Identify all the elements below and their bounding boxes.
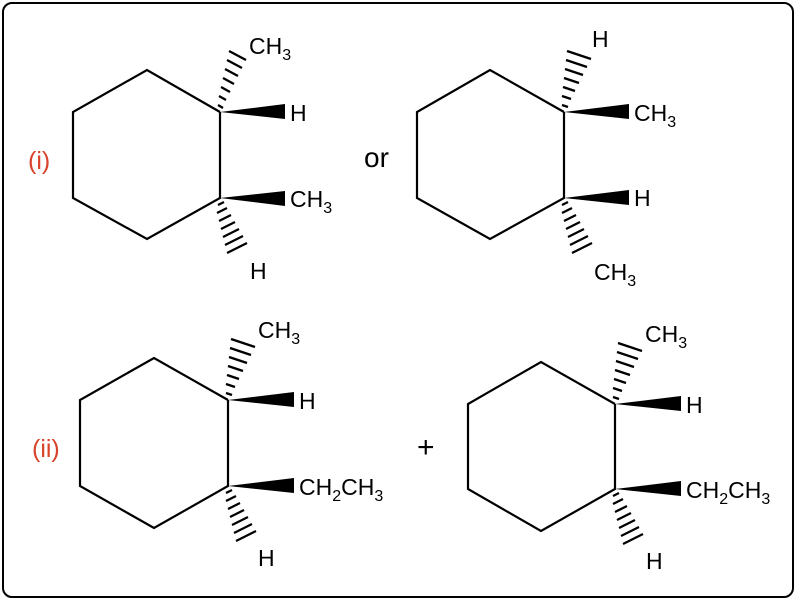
ring-ii-left <box>78 356 230 530</box>
wedge-bond-ii-right-ethyl <box>615 481 681 496</box>
atom-label-ch3: CH3 <box>634 100 676 131</box>
structures-canvas: CH3 H CH3 H (i) or H CH3 H <box>28 26 770 574</box>
hash-bond-i-left-top <box>217 49 247 109</box>
part-ii-label: (ii) <box>32 435 60 463</box>
molecule-ii-left: CH3 H CH2CH3 H <box>78 317 383 571</box>
atom-label-h: H <box>299 388 316 414</box>
atom-label-h: H <box>592 26 609 52</box>
atom-label-ch3: CH3 <box>290 186 332 217</box>
plus-sign: + <box>417 431 435 464</box>
part-i-label: (i) <box>28 147 50 175</box>
atom-label-ch2ch3: CH2CH3 <box>299 474 383 505</box>
wedge-bond-ii-right-h <box>615 396 681 411</box>
wedge-bond-i-right-ch3 <box>564 104 629 119</box>
hash-bond-ii-right-top <box>612 341 643 401</box>
hash-bond-ii-right-bottom <box>612 491 644 546</box>
atom-label-ch3: CH3 <box>249 33 291 64</box>
ring-i-right <box>415 68 566 241</box>
figure-frame: CH3 H CH3 H (i) or H CH3 H <box>2 2 794 598</box>
ring-i-left <box>71 68 222 241</box>
molecule-ii-right: CH3 H CH2CH3 H <box>466 321 770 574</box>
atom-label-h: H <box>258 545 275 571</box>
wedge-bond-ii-left-h <box>228 392 294 407</box>
hash-bond-i-right-top <box>561 49 592 109</box>
atom-label-h: H <box>686 392 703 418</box>
hash-bond-ii-left-top <box>225 337 256 397</box>
hash-bond-i-left-bottom <box>216 200 248 255</box>
atom-label-ch3: CH3 <box>258 317 300 348</box>
ring-ii-right <box>466 360 617 533</box>
atom-label-h: H <box>250 258 267 284</box>
wedge-bond-i-left-h <box>220 104 285 119</box>
molecule-i-right: H CH3 H CH3 <box>415 26 676 290</box>
molecule-i-left: CH3 H CH3 H <box>71 33 332 284</box>
hash-bond-ii-left-bottom <box>225 488 257 543</box>
atom-label-h: H <box>646 548 663 574</box>
atom-label-h: H <box>634 185 651 211</box>
wedge-bond-i-left-ch3 <box>220 191 285 206</box>
wedge-bond-i-right-h <box>564 190 629 205</box>
or-word: or <box>364 142 389 173</box>
atom-label-ch3: CH3 <box>594 259 636 290</box>
hash-bond-i-right-bottom <box>561 200 593 255</box>
atom-label-ch2ch3: CH2CH3 <box>686 477 770 508</box>
atom-label-ch3: CH3 <box>645 321 687 352</box>
atom-label-h: H <box>290 100 307 126</box>
wedge-bond-ii-left-ethyl <box>228 478 294 493</box>
